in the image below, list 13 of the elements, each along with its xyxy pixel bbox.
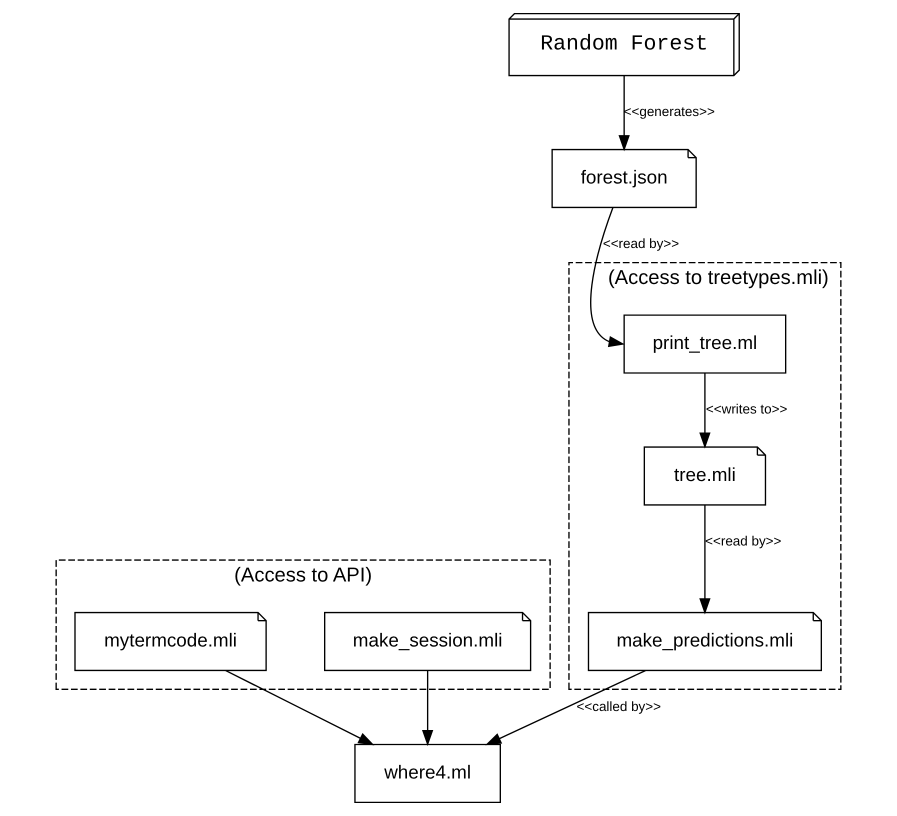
node-box: print_tree.ml — [623, 314, 786, 374]
arrow — [225, 670, 374, 746]
arrow — [422, 670, 434, 746]
node-box: where4.ml — [354, 744, 501, 804]
edge-label: <<read by>> — [705, 533, 782, 548]
arrow — [699, 373, 711, 449]
edge-label: <<called by>> — [576, 698, 661, 714]
edge-label: <<writes to>> — [706, 401, 788, 416]
arrow — [699, 504, 711, 614]
edge-label: <<read by>> — [602, 236, 680, 251]
arrow — [618, 76, 630, 152]
arrow — [485, 670, 646, 746]
arrow — [590, 208, 625, 348]
